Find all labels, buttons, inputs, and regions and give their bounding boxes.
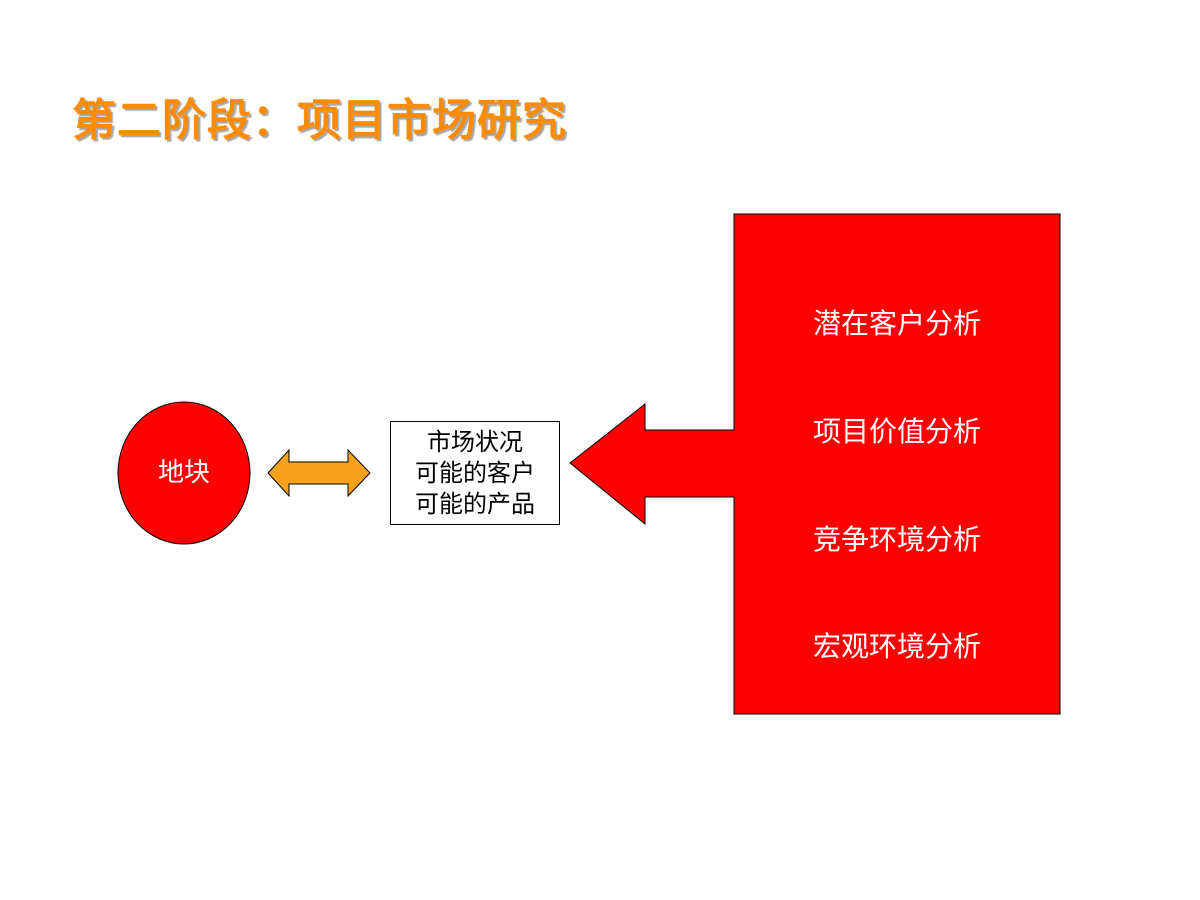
plot-circle	[117, 401, 251, 545]
market-line: 可能的客户	[415, 458, 535, 487]
analysis-item: 潜在客户分析	[812, 307, 981, 340]
analysis-arrow-shape	[569, 213, 1061, 715]
market-line: 可能的产品	[415, 489, 535, 518]
analysis-item: 项目价值分析	[812, 415, 981, 448]
analysis-box: 潜在客户分析 项目价值分析 竞争环境分析 宏观环境分析	[734, 214, 1060, 714]
market-conditions-box: 市场状况 可能的客户 可能的产品	[390, 421, 560, 525]
page-title: 第二阶段：项目市场研究	[72, 95, 567, 146]
analysis-item: 宏观环境分析	[812, 630, 981, 663]
market-line: 市场状况	[427, 427, 523, 456]
bidirectional-arrow	[267, 448, 371, 498]
analysis-item: 竞争环境分析	[812, 523, 981, 556]
plot-label: 地块	[157, 458, 210, 488]
